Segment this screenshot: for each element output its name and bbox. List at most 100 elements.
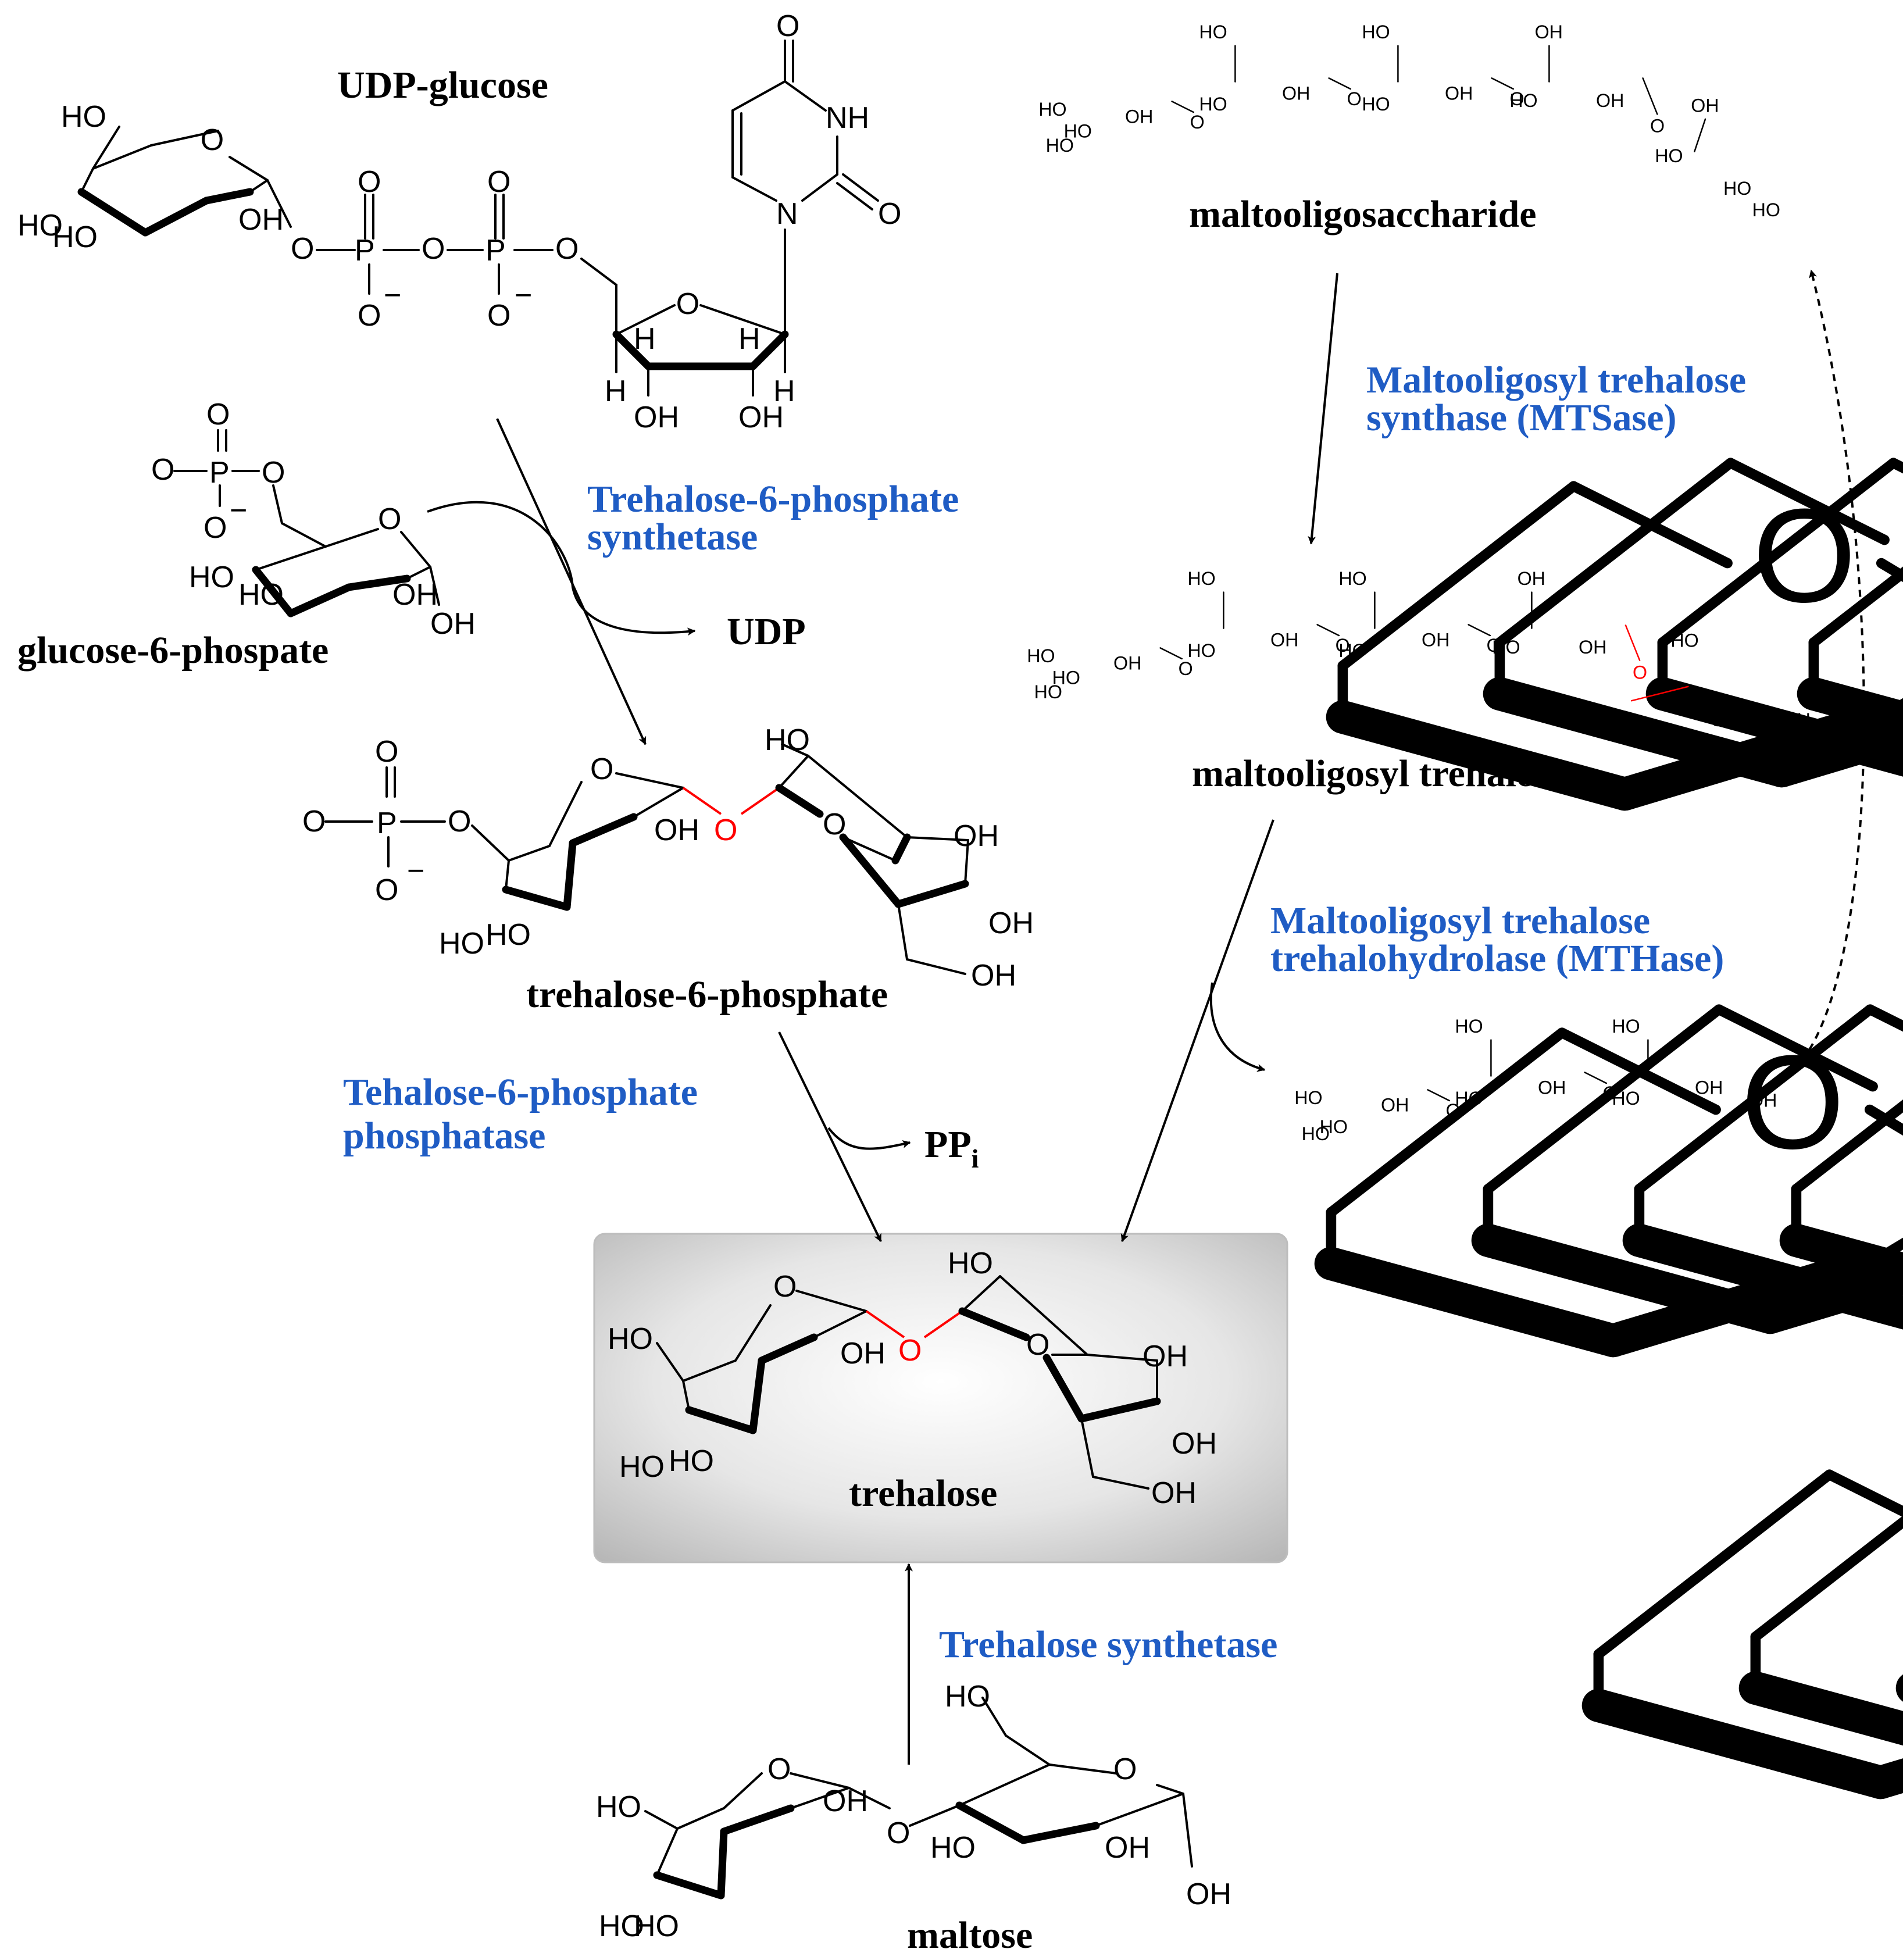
svg-text:HO: HO — [17, 209, 63, 242]
enzyme-mtsase-line2: synthase (MTSase) — [1366, 397, 1677, 439]
svg-text:OH: OH — [1381, 1095, 1409, 1116]
svg-text:HO: HO — [1362, 22, 1390, 42]
released-maltooligosaccharide-structure: HO HO HO OH O HO HO OH O HO HO OH OH — [1294, 1016, 1903, 1782]
svg-text:HO: HO — [945, 1680, 990, 1713]
svg-text:O: O — [375, 873, 398, 907]
svg-text:HO: HO — [634, 1909, 679, 1943]
svg-text:HO: HO — [1362, 94, 1390, 115]
svg-text:OH: OH — [1695, 1077, 1723, 1098]
arrow-mtrehalose-to-trehalose — [1120, 819, 1274, 1243]
enzyme-tpp-line2: phosphatase — [343, 1115, 545, 1157]
svg-text:HO: HO — [1302, 1123, 1330, 1144]
svg-text:P: P — [209, 456, 230, 490]
svg-text:−: − — [230, 494, 247, 527]
maltooligosaccharide-structure: HO HO HO OH O HO HO OH O HO HO OH O — [1038, 22, 1903, 840]
arrow-t6p-to-ppi — [827, 1127, 911, 1150]
svg-text:O: O — [358, 299, 381, 333]
svg-text:O: O — [378, 502, 401, 536]
svg-text:O: O — [773, 1270, 797, 1304]
svg-text:OH: OH — [1125, 106, 1153, 127]
arrow-g6p-to-udp — [427, 501, 696, 636]
svg-text:HO: HO — [1455, 1088, 1483, 1109]
svg-text:O: O — [291, 232, 314, 266]
udp-label: UDP — [727, 611, 806, 653]
svg-text:HO: HO — [930, 1831, 976, 1865]
svg-text:OH: OH — [1535, 22, 1563, 42]
svg-text:O: O — [676, 287, 699, 321]
svg-text:O: O — [1446, 1100, 1461, 1121]
svg-text:OH: OH — [1783, 709, 1811, 730]
svg-text:OH: OH — [1186, 1877, 1231, 1911]
svg-text:N: N — [776, 197, 798, 231]
svg-text:OH: OH — [1142, 1340, 1188, 1373]
svg-text:O: O — [776, 9, 799, 43]
svg-text:OH: OH — [1596, 90, 1624, 111]
udp-glucose-structure: HO O HO HO OH O P O O − O P O O − O — [17, 9, 901, 434]
svg-text:OH: OH — [238, 203, 284, 237]
svg-text:HO: HO — [1338, 568, 1366, 589]
svg-text:OH: OH — [840, 1337, 886, 1370]
svg-text:OH: OH — [1172, 1427, 1217, 1461]
maltose-label: maltose — [907, 1914, 1033, 1957]
svg-text:HO: HO — [238, 578, 284, 612]
svg-text:HO: HO — [1199, 22, 1227, 42]
svg-text:OH: OH — [1105, 1831, 1150, 1865]
svg-text:OH: OH — [1749, 1090, 1777, 1111]
svg-text:OH: OH — [1518, 568, 1545, 589]
svg-text:HO: HO — [1046, 135, 1074, 156]
svg-text:O: O — [302, 805, 326, 838]
svg-text:O: O — [1347, 88, 1362, 109]
svg-text:O: O — [1487, 635, 1501, 656]
svg-text:OH: OH — [1538, 1077, 1566, 1098]
svg-text:OH: OH — [1772, 731, 1800, 752]
svg-text:H: H — [634, 322, 656, 356]
svg-text:HO: HO — [599, 1909, 644, 1943]
svg-text:O: O — [422, 232, 445, 266]
svg-text:HO: HO — [619, 1450, 665, 1484]
svg-text:O: O — [487, 165, 510, 199]
svg-text:HO: HO — [61, 100, 106, 134]
svg-text:OH: OH — [954, 819, 999, 853]
glucose-6-phosphate-structure: O O P O O − O HO HO OH OH — [151, 398, 476, 641]
svg-text:HO: HO — [1752, 199, 1780, 220]
trehalose-6-phosphate-structure: O O P O O − O HO HO OH O O HO — [302, 723, 1034, 993]
svg-text:O: O — [1650, 115, 1665, 136]
glucose-6-phosphate-label: glucose-6-phospate — [17, 629, 329, 672]
svg-text:O: O — [767, 1752, 791, 1786]
svg-text:HO: HO — [1655, 145, 1683, 166]
svg-text:O: O — [714, 813, 737, 847]
svg-text:OH: OH — [1445, 83, 1473, 104]
udp-glucose-label: UDP-glucose — [337, 64, 548, 106]
svg-text:OH: OH — [1270, 630, 1298, 651]
svg-text:O: O — [1336, 635, 1350, 656]
enzyme-trehalose-synthetase: Trehalose synthetase — [939, 1623, 1277, 1666]
svg-text:OH: OH — [1691, 95, 1719, 116]
maltooligosyl-trehalose-label: maltooligosyl trehalose — [1192, 752, 1568, 795]
svg-text:OH: OH — [634, 401, 679, 434]
svg-text:NH: NH — [826, 101, 869, 135]
maltooligosaccharide-label: maltooligosaccharide — [1189, 193, 1537, 235]
svg-text:HO: HO — [1027, 645, 1055, 666]
svg-text:O: O — [206, 398, 230, 431]
svg-text:O: O — [375, 735, 398, 769]
svg-text:HO: HO — [596, 1790, 641, 1824]
svg-text:HO: HO — [1455, 1016, 1483, 1037]
svg-text:O: O — [1510, 88, 1524, 109]
svg-text:OH: OH — [971, 959, 1016, 993]
ppi-subscript: i — [972, 1144, 979, 1173]
arrow-t6p-to-trehalose — [778, 1031, 882, 1243]
svg-text:O: O — [1711, 709, 1725, 730]
svg-text:H: H — [773, 374, 795, 408]
svg-text:HO: HO — [1723, 178, 1751, 199]
svg-text:HO: HO — [1187, 640, 1215, 661]
svg-text:HO: HO — [1320, 1116, 1348, 1137]
trehalose-6-phosphate-label: trehalose-6-phosphate — [526, 973, 888, 1016]
arrow-recycle-maltooligosaccharide — [1793, 269, 1865, 1071]
svg-text:HO: HO — [608, 1322, 653, 1356]
svg-text:OH: OH — [1113, 653, 1141, 674]
svg-text:OH: OH — [392, 578, 438, 612]
svg-text:−: − — [384, 279, 401, 312]
svg-text:H: H — [605, 374, 627, 408]
svg-text:HO: HO — [1294, 1087, 1322, 1108]
